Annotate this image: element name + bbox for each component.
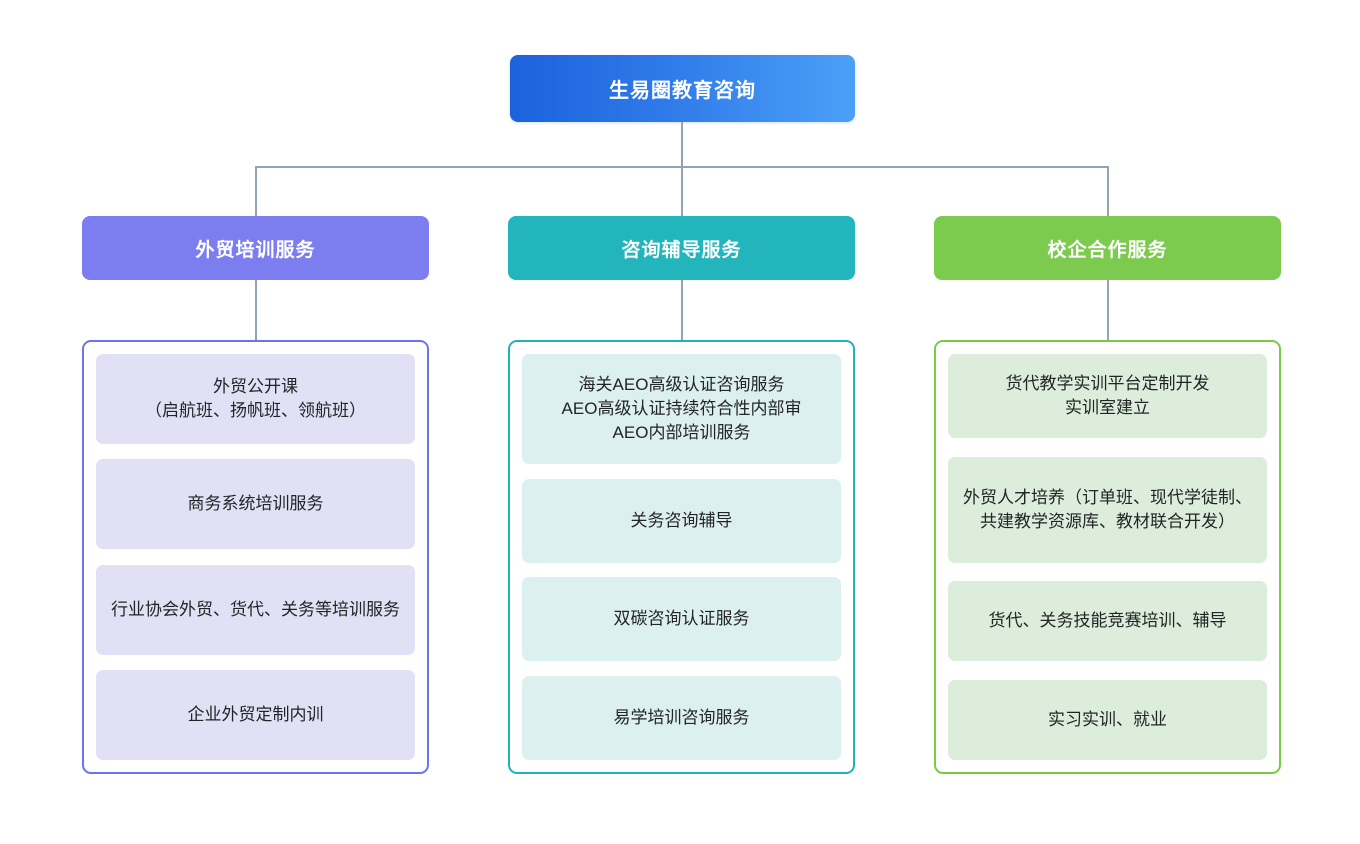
connector-header-panel-3 (1107, 280, 1109, 340)
branch-header-label-1: 外贸培训服务 (195, 239, 316, 261)
branch-header-1[interactable]: 外贸培训服务 (82, 216, 429, 280)
service-item[interactable]: 易学培训咨询服务 (522, 675, 841, 760)
service-item[interactable]: 行业协会外贸、货代、关务等培训服务 (96, 564, 415, 655)
service-item[interactable]: 外贸人才培养（订单班、现代学徒制、共建教学资源库、教材联合开发） (948, 456, 1267, 563)
connector-drop-column-2 (681, 166, 683, 216)
connector-drop-column-3 (1107, 166, 1109, 216)
service-item[interactable]: 货代教学实训平台定制开发 实训室建立 (948, 354, 1267, 438)
branch-header-2[interactable]: 咨询辅导服务 (508, 216, 855, 280)
connector-root-stem (681, 122, 683, 167)
service-item[interactable]: 货代、关务技能竞赛培训、辅导 (948, 581, 1267, 662)
connector-drop-column-1 (255, 166, 257, 216)
branch-panel-1: 外贸公开课 （启航班、扬帆班、领航班） 商务系统培训服务 行业协会外贸、货代、关… (82, 340, 429, 774)
branch-header-label-3: 校企合作服务 (1047, 239, 1168, 261)
service-item[interactable]: 企业外贸定制内训 (96, 669, 415, 760)
service-item[interactable]: 双碳咨询认证服务 (522, 577, 841, 662)
branch-panel-2: 海关AEO高级认证咨询服务 AEO高级认证持续符合性内部审 AEO内部培训服务 … (508, 340, 855, 774)
service-item[interactable]: 实习实训、就业 (948, 679, 1267, 760)
root-node[interactable]: 生易圈教育咨询 (510, 55, 855, 122)
service-item[interactable]: 海关AEO高级认证咨询服务 AEO高级认证持续符合性内部审 AEO内部培训服务 (522, 354, 841, 464)
service-item[interactable]: 外贸公开课 （启航班、扬帆班、领航班） (96, 354, 415, 444)
service-item[interactable]: 商务系统培训服务 (96, 459, 415, 550)
branch-header-label-2: 咨询辅导服务 (621, 239, 742, 261)
service-item[interactable]: 关务咨询辅导 (522, 478, 841, 563)
branch-panel-3: 货代教学实训平台定制开发 实训室建立 外贸人才培养（订单班、现代学徒制、共建教学… (934, 340, 1281, 774)
connector-header-panel-2 (681, 280, 683, 340)
connector-header-panel-1 (255, 280, 257, 340)
branch-header-3[interactable]: 校企合作服务 (934, 216, 1281, 280)
root-node-label: 生易圈教育咨询 (609, 80, 756, 102)
